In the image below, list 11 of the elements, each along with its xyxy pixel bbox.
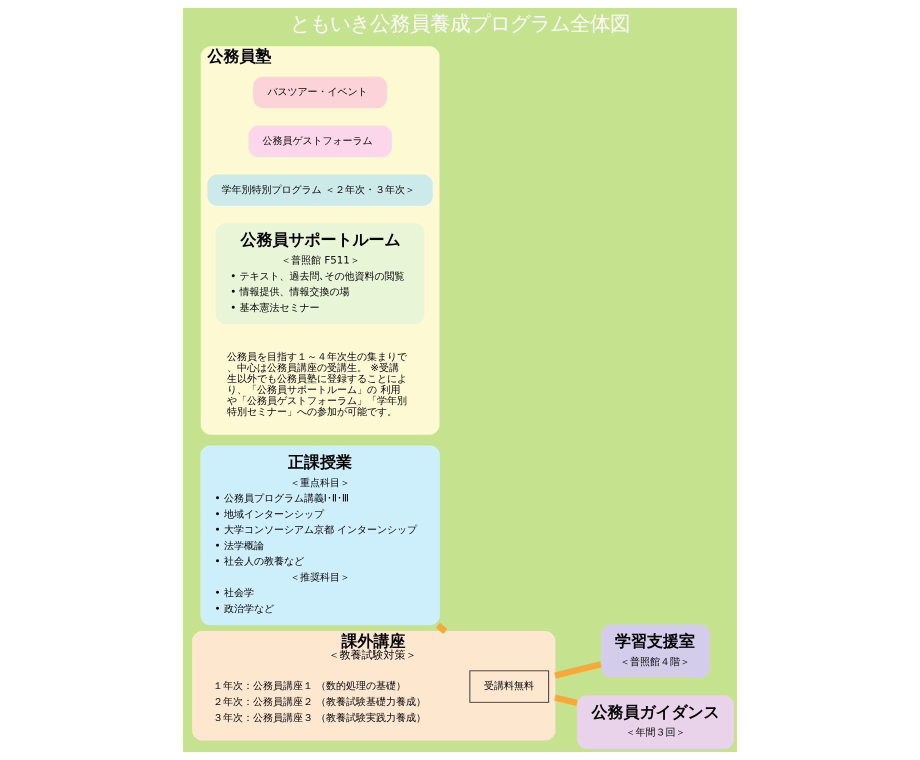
connector xyxy=(436,622,448,634)
node-box: 受講料無料 xyxy=(469,670,550,703)
node-box: 学年別特別プログラム ＜２年次・３年次＞ xyxy=(207,174,433,206)
node-box: 正課授業 ＜重点科目＞ • 公務員プログラム講義Ⅰ･Ⅱ･Ⅲ • 地域インターンシップ • 大学コンソーシアム京都 インターンシップ • 法学概論 • 社会人の教養など ＜推奨科目＞ • 社会学 • 政治学など xyxy=(200,445,440,626)
diagram-title: ともいき公務員養成プログラム全体図 xyxy=(290,12,630,36)
node-box: バスツアー・イベント xyxy=(253,76,388,108)
node-box: 公務員ガイダンス ＜年間３回＞ xyxy=(577,695,734,749)
connector xyxy=(554,694,578,706)
node-box: 学習支援室 ＜普照館４階＞ xyxy=(601,624,710,678)
node-box: 公務員ゲストフォーラム xyxy=(248,125,392,157)
connector xyxy=(554,661,602,679)
